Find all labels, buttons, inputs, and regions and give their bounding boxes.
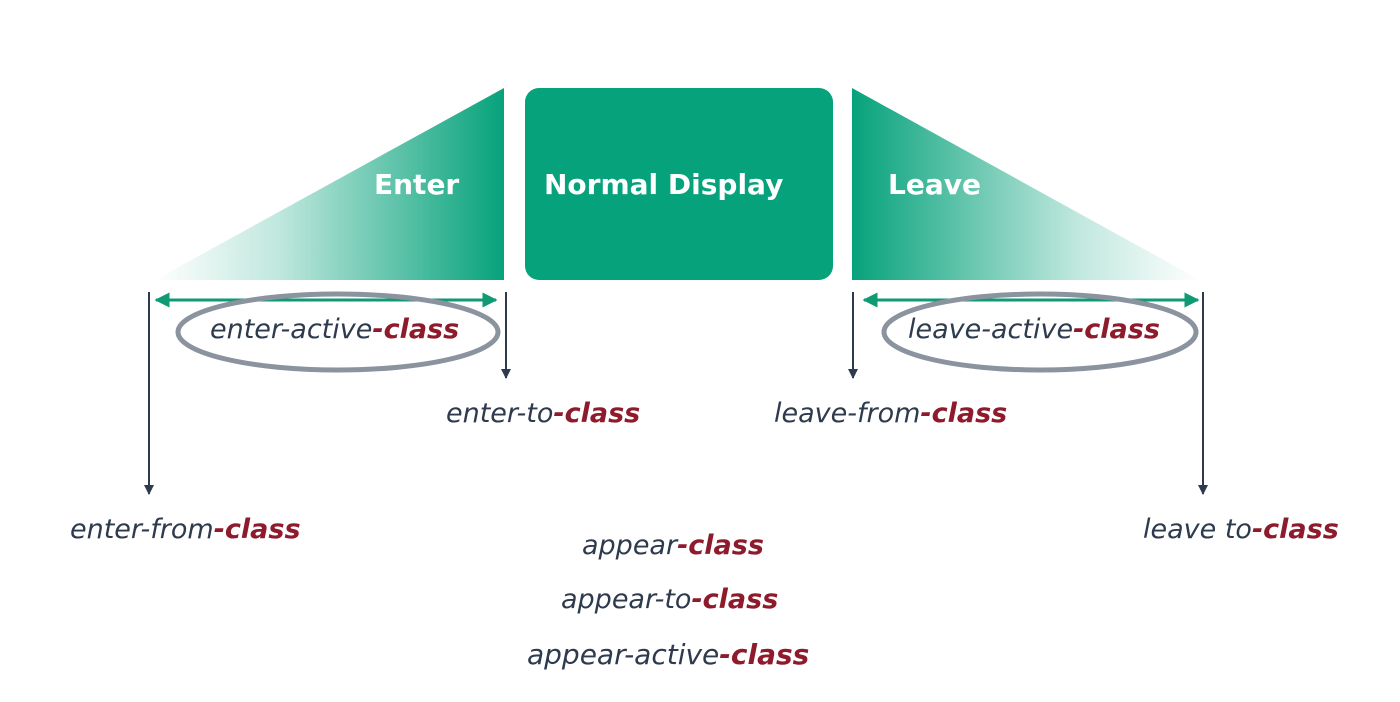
enter-active-class-label: enter-active-class (210, 316, 459, 343)
leave-to-prefix: leave to (1143, 514, 1252, 545)
enter-active-suffix: -class (372, 314, 460, 345)
enter-to-class-label: enter-to-class (446, 400, 640, 427)
leave-active-ellipse (881, 291, 1199, 373)
appear-class-label: appear-class (582, 532, 764, 559)
enter-active-prefix: enter-active (210, 314, 373, 345)
enter-to-prefix: enter-to (446, 398, 554, 429)
appear-to-prefix: appear-to (561, 584, 692, 615)
leave-to-class-label: leave to-class (1143, 516, 1339, 543)
leave-phase-title: Leave (888, 168, 981, 201)
leave-from-suffix: -class (920, 398, 1008, 429)
appear-prefix: appear (582, 530, 678, 561)
enter-from-class-label: enter-from-class (70, 516, 301, 543)
leave-active-class-label: leave-active-class (908, 316, 1160, 343)
appear-suffix: -class (677, 530, 764, 561)
normal-display-title: Normal Display (544, 168, 784, 201)
appear-to-suffix: -class (691, 584, 779, 615)
enter-from-prefix: enter-from (70, 514, 214, 545)
appear-to-class-label: appear-to-class (561, 586, 778, 613)
leave-ramp (852, 88, 1200, 280)
appear-active-suffix: -class (719, 638, 810, 671)
leave-from-prefix: leave-from (774, 398, 921, 429)
enter-phase-title: Enter (374, 168, 460, 201)
leave-to-suffix: -class (1251, 514, 1339, 545)
normal-display-box (525, 88, 833, 280)
enter-ramp (155, 88, 504, 280)
appear-active-prefix: appear-active (527, 638, 720, 671)
leave-active-suffix: -class (1073, 314, 1160, 345)
leave-from-class-label: leave-from-class (774, 400, 1007, 427)
enter-to-suffix: -class (553, 398, 641, 429)
enter-active-ellipse (175, 291, 501, 373)
appear-active-class-label: appear-active-class (527, 641, 809, 669)
enter-from-suffix: -class (213, 514, 301, 545)
leave-active-prefix: leave-active (908, 314, 1074, 345)
